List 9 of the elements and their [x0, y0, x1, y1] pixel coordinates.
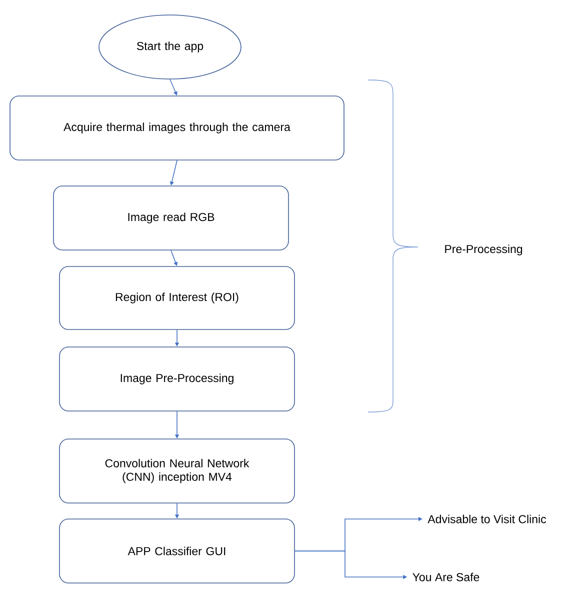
- brace-label: Pre-Processing: [445, 244, 522, 256]
- process-box: APP Classifier GUI: [59, 518, 295, 584]
- outcome-text: You Are Safe: [412, 572, 480, 582]
- process-box: Acquire thermal images through the camera: [10, 96, 344, 160]
- outcome-text: Advisable to Visit Clinic: [428, 514, 546, 524]
- process-box: Image Pre-Processing: [59, 346, 295, 412]
- process-box: Image read RGB: [53, 186, 289, 250]
- process-box: Region of Interest (ROI): [59, 266, 295, 330]
- process-box: Convolution Neural Network (CNN) inception MV4: [59, 438, 295, 504]
